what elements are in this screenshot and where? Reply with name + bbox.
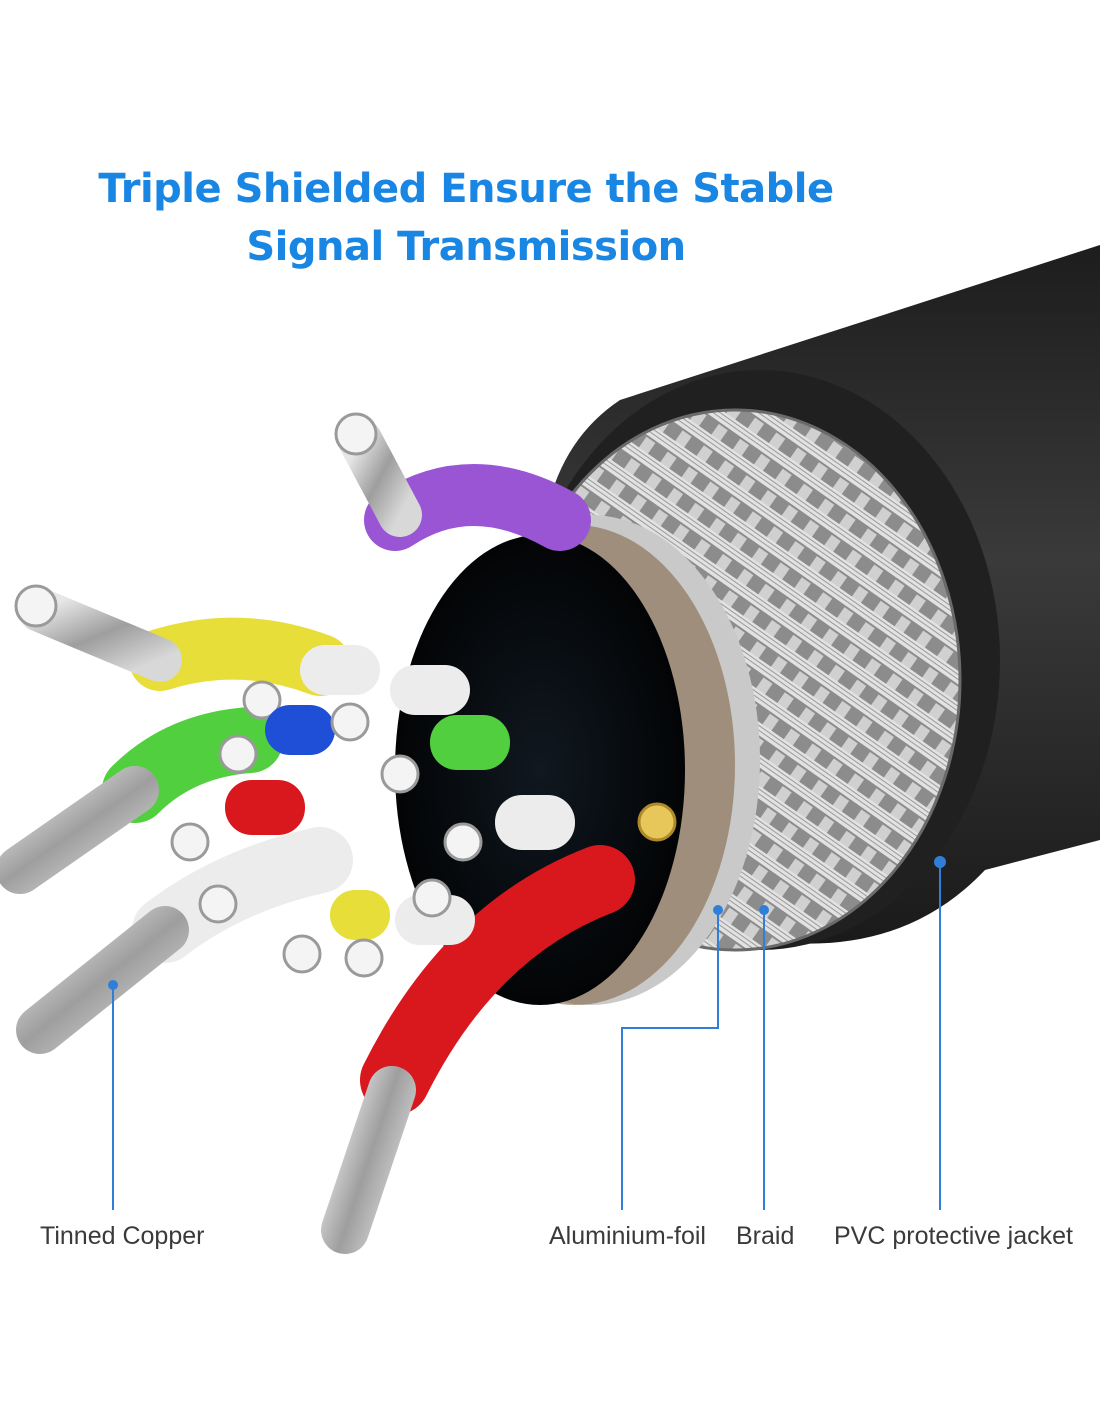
callout-line-aluminium-foil (621, 910, 719, 1210)
label-aluminium-foil: Aluminium-foil (549, 1222, 706, 1250)
wires (0, 412, 677, 1254)
callout-lines (108, 856, 946, 1210)
title-line-2: Signal Transmission (246, 224, 686, 270)
label-tinned-copper: Tinned Copper (40, 1222, 205, 1250)
title-line-1: Triple Shielded Ensure the Stable (98, 166, 834, 212)
label-braid: Braid (736, 1222, 795, 1250)
label-pvc-jacket: PVC protective jacket (834, 1222, 1073, 1250)
